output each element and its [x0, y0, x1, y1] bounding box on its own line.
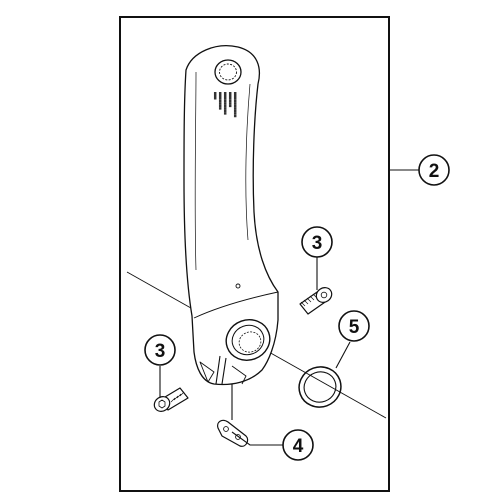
engraving-line-1: ■■■ — [213, 92, 218, 100]
callout-4: 4 — [282, 429, 314, 461]
engraving-line-5: ■■■■■■■■■■ — [233, 92, 238, 118]
callout-2: 2 — [418, 154, 450, 186]
engraving-line-2: ■■■■■■■ — [218, 92, 223, 110]
leader-line-5 — [335, 341, 351, 369]
fixing-bolt-upper — [299, 287, 333, 315]
cap-seal-ring — [298, 366, 342, 408]
callout-3-lower: 3 — [144, 334, 176, 366]
safety-plate — [217, 419, 249, 447]
callout-5-number: 5 — [349, 317, 360, 338]
callout-3-upper: 3 — [301, 226, 333, 258]
engraving-line-3: ■■■■■■■■■ — [223, 92, 228, 115]
leader-line-4 — [231, 431, 283, 446]
callout-3-upper-number: 3 — [312, 233, 323, 254]
callout-3-lower-number: 3 — [155, 341, 166, 362]
crank-arm — [183, 45, 279, 386]
diagram-frame — [119, 16, 390, 492]
callout-2-number: 2 — [429, 161, 440, 182]
arm-engraving: ■■■ ■■■■■■■ ■■■■■■■■■ ■■■■■■ ■■■■■■■■■■ — [213, 92, 238, 118]
fixing-bolt-lower — [153, 387, 189, 412]
callout-4-number: 4 — [293, 436, 304, 457]
engraving-line-4: ■■■■■■ — [228, 92, 233, 108]
callout-5: 5 — [338, 310, 370, 342]
indicator-hole — [235, 283, 241, 289]
leader-lines — [159, 169, 420, 446]
